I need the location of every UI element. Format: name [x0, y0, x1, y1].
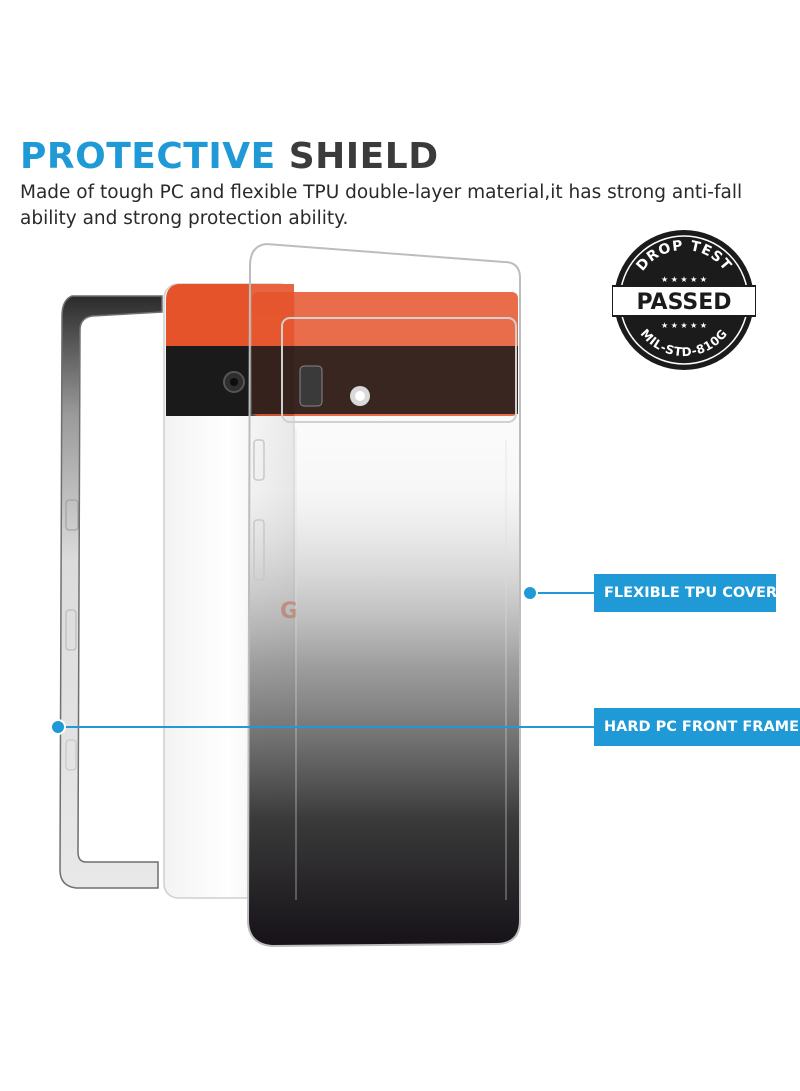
heading-word-shield: SHIELD [288, 136, 439, 177]
heading-word-protective: PROTECTIVE [20, 136, 276, 177]
badge-main-text: PASSED [636, 290, 731, 315]
tpu-cover [246, 242, 521, 948]
feature-description: Made of tough PC and flexible TPU double… [20, 182, 743, 229]
page-heading: PROTECTIVE SHIELD [20, 136, 439, 177]
badge-bottom-stars: ★ ★ ★ ★ ★ [661, 321, 707, 330]
label-flexible-tpu-cover: FLEXIBLE TPU COVER [594, 574, 777, 612]
drop-test-badge: DROP TEST ★ ★ ★ ★ ★ PASSED ★ ★ ★ ★ ★ MIL… [612, 230, 756, 370]
pc-front-frame [59, 295, 163, 889]
badge-top-stars: ★ ★ ★ ★ ★ [661, 275, 707, 284]
callout-tpu [522, 585, 596, 601]
label-hard-pc-front-frame: HARD PC FRONT FRAME [594, 708, 800, 746]
callout-pc [50, 719, 596, 735]
